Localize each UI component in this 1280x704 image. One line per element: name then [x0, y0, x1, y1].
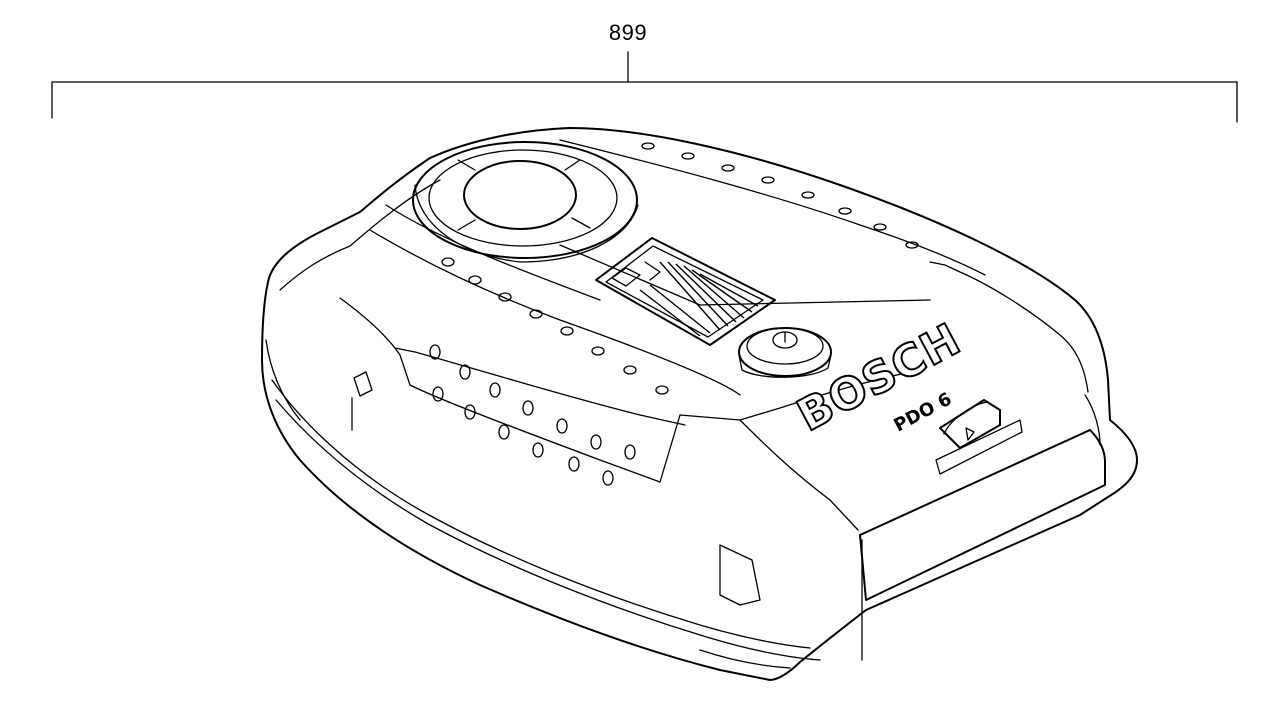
display-window [595, 237, 776, 346]
bosch-logo: BOSCH [788, 313, 970, 443]
front-led-row-lower [429, 344, 636, 486]
logo-text: BOSCH [789, 314, 969, 442]
power-button [738, 327, 832, 378]
side-latch [935, 399, 1023, 475]
sensor-dial [412, 141, 639, 263]
part-number-label: 899 [608, 20, 648, 45]
display-hatching [639, 261, 759, 337]
model-label: PDO 6 [890, 389, 955, 437]
top-led-row [641, 142, 919, 249]
part-bracket [51, 51, 1238, 123]
front-led-row-upper [441, 257, 669, 395]
model-text: PDO 6 [890, 389, 955, 437]
detector-housing [261, 127, 1138, 681]
